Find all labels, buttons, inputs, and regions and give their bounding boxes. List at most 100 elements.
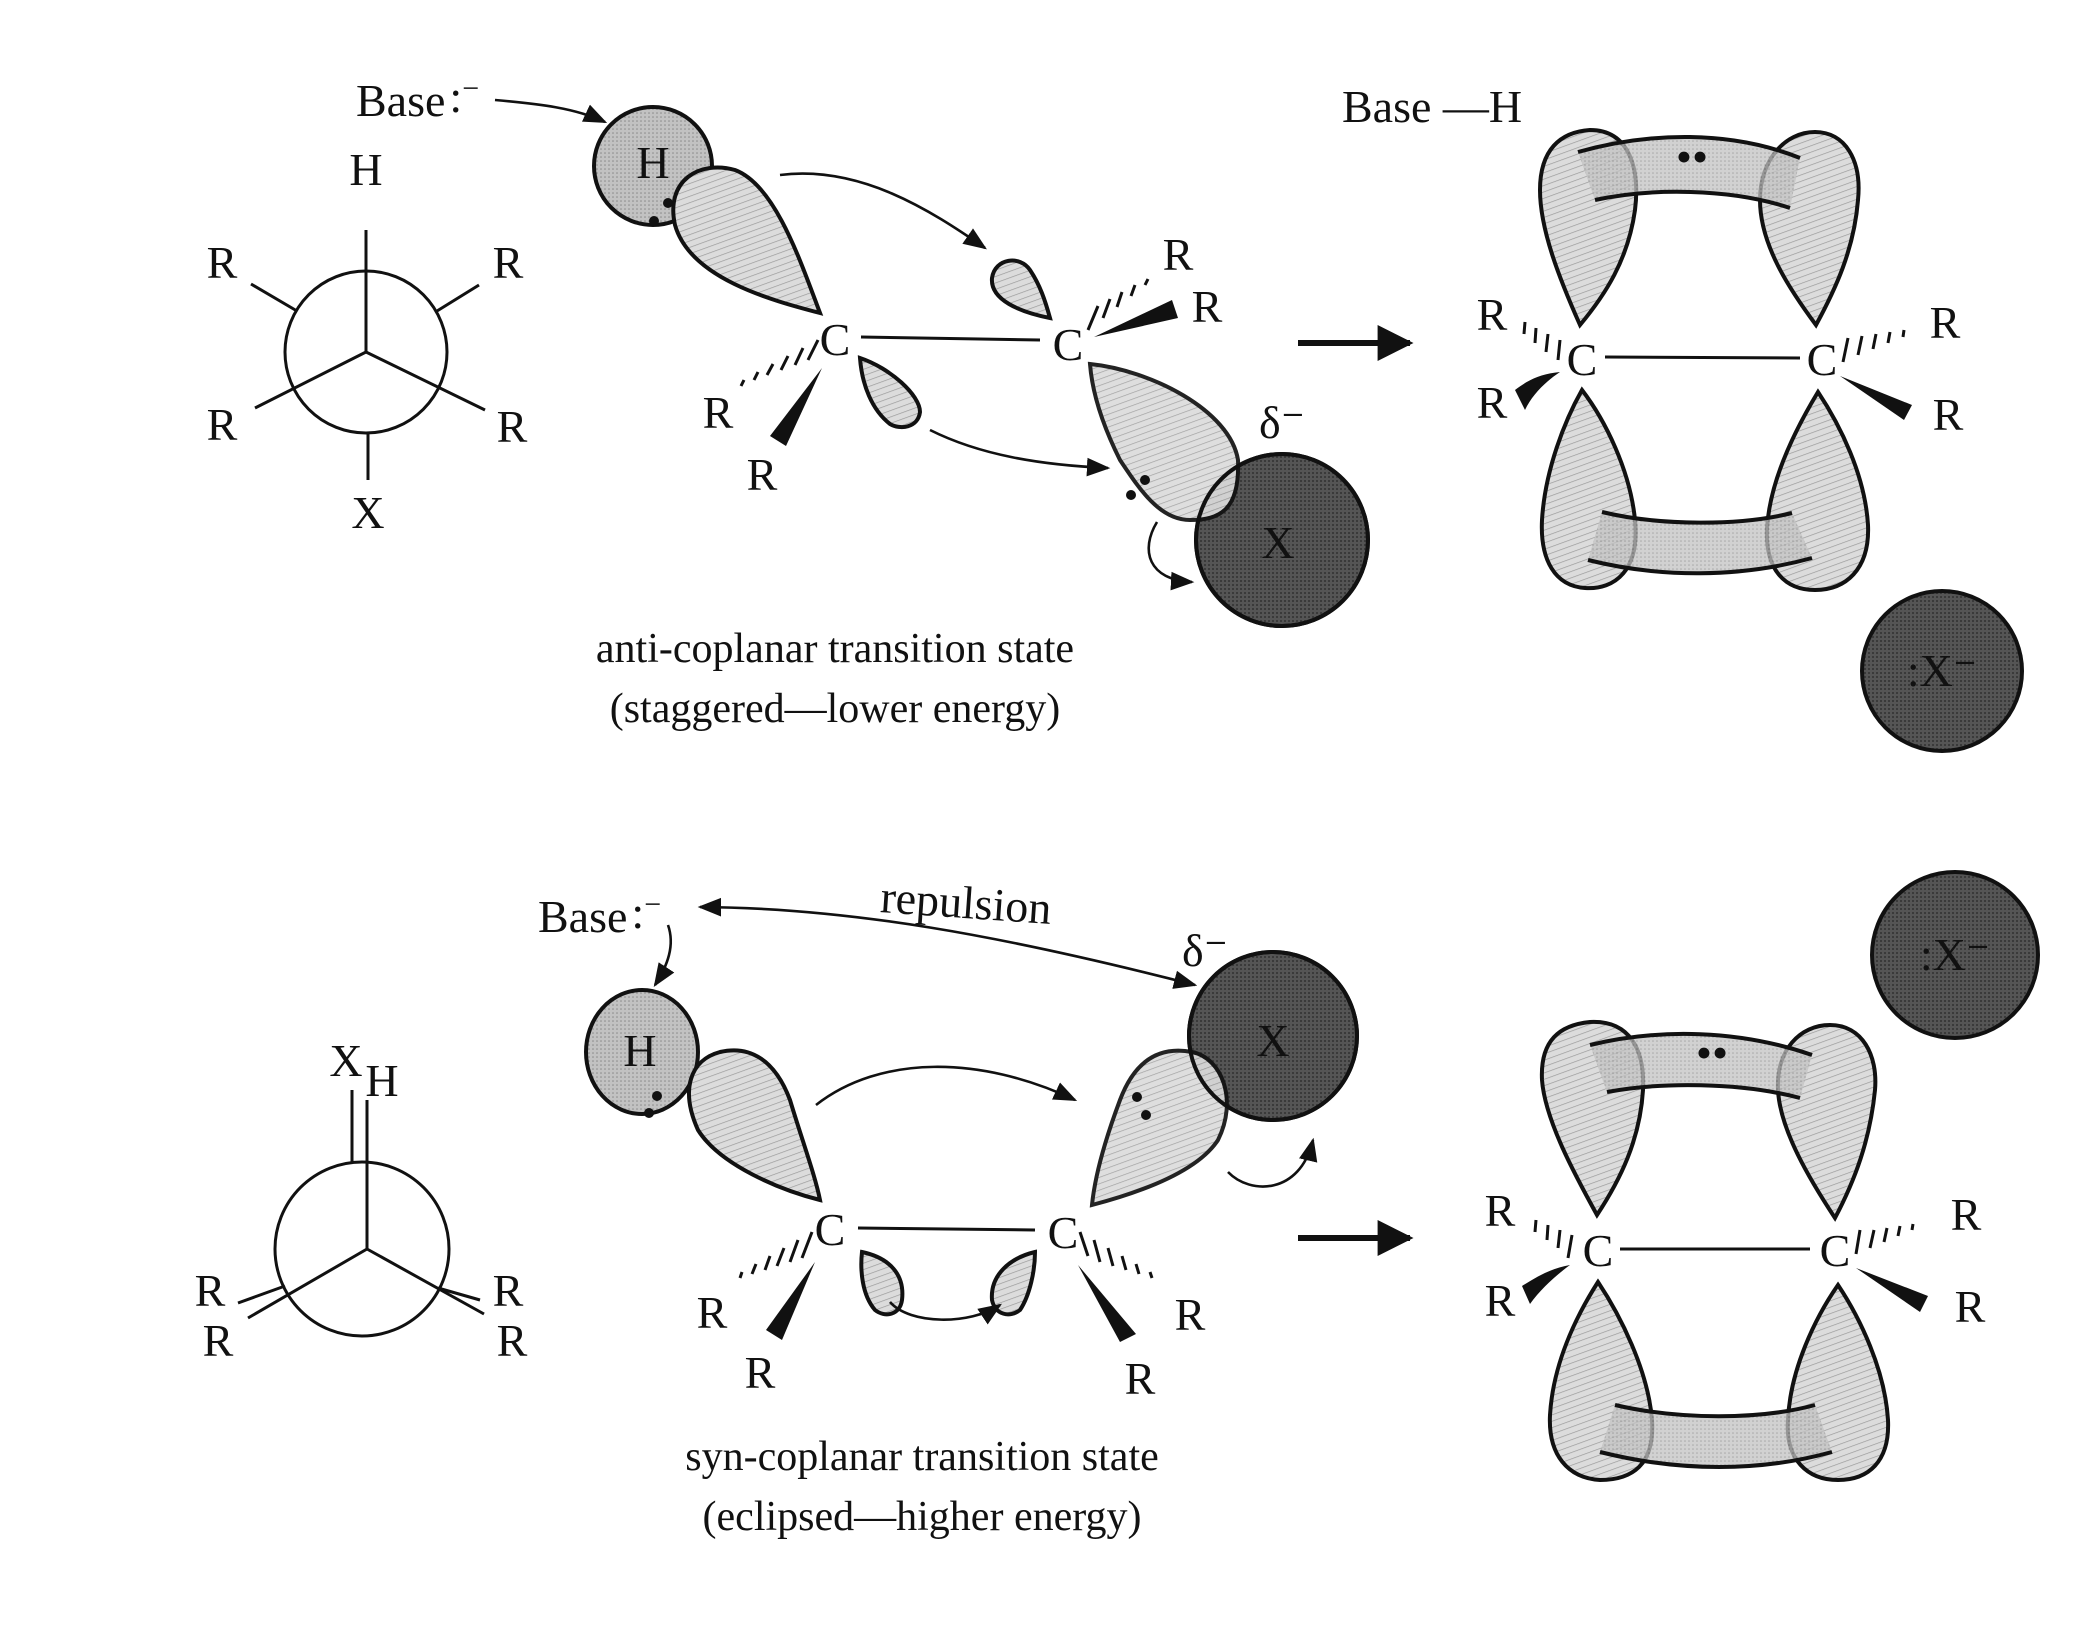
caption-subtitle: (staggered—lower energy) — [610, 686, 1061, 732]
pi-bond-overlap — [1588, 512, 1812, 574]
substituent-r: R — [703, 387, 734, 438]
caption-subtitle: (eclipsed—higher energy) — [703, 1494, 1142, 1540]
carbon-label: C — [820, 314, 851, 365]
syn-transition-state: Base:− repulsion H X δ⁻ C C — [538, 871, 1359, 1404]
carbon-label: C — [1820, 1225, 1851, 1276]
substituent-r: R — [1955, 1281, 1986, 1332]
pi-bond-overlap — [1578, 136, 1800, 208]
dashed-bond — [738, 1231, 814, 1279]
pi-bond-edge — [1594, 189, 1791, 210]
newman-label-r: R — [195, 1265, 226, 1316]
small-p-lobe — [857, 355, 923, 430]
newman-label-r: R — [493, 237, 524, 288]
back-bond-left — [237, 1284, 286, 1305]
repulsion-arrow — [697, 897, 1198, 989]
leaving-group-anion-label: :X⁻ — [1907, 645, 1977, 696]
electron-flow-arrow — [779, 172, 987, 250]
back-bond-right — [437, 1286, 481, 1302]
back-bond-right — [436, 283, 480, 313]
small-p-lobe — [989, 258, 1053, 321]
substituent-r: R — [1951, 1189, 1982, 1240]
pi-electrons: •• — [1696, 1027, 1728, 1078]
electron-dot — [649, 216, 659, 226]
substituent-r: R — [745, 1347, 776, 1398]
cc-bond — [860, 335, 1041, 342]
carbon-label: C — [1583, 1225, 1614, 1276]
cc-bond — [1604, 355, 1801, 360]
carbon-label: C — [1567, 334, 1598, 385]
pi-bond-edge — [1577, 135, 1801, 160]
newman-label-h: H — [349, 144, 382, 195]
carbon-label: C — [1048, 1207, 1079, 1258]
front-bond-left — [247, 1247, 368, 1320]
electron-dot — [1126, 490, 1136, 500]
electron-flow-arrow — [815, 1065, 1078, 1107]
leaving-group-outline — [1187, 950, 1359, 1122]
syn-product-alkene: :X⁻ •• C C R R R R — [1485, 870, 2040, 1483]
pi-bond-overlap — [1600, 1405, 1832, 1467]
wedge-bond — [1094, 300, 1178, 337]
substituent-r: R — [1485, 1185, 1516, 1236]
anti-transition-state: Base:− H C C R R — [356, 71, 1370, 628]
front-bond-right — [366, 1247, 485, 1316]
newman-label-r: R — [497, 1315, 528, 1366]
newman-label-r: R — [493, 1265, 524, 1316]
electron-flow-arrow — [929, 428, 1111, 477]
wedge-bond — [1078, 1265, 1136, 1342]
base-label: Base:− — [356, 71, 479, 126]
electron-dot — [1141, 1110, 1151, 1120]
front-bond-right — [365, 350, 486, 412]
pi-bond-edge — [1601, 510, 1793, 525]
electron-dot — [1132, 1092, 1142, 1102]
newman-label-x: X — [329, 1035, 362, 1086]
pi-bond-edge — [1589, 1031, 1813, 1057]
pi-bond-edge — [1606, 1083, 1801, 1100]
hydrogen-orbital — [584, 988, 700, 1116]
caption-title: anti-coplanar transition state — [596, 626, 1074, 672]
pi-bond-edge — [1599, 1450, 1833, 1469]
wedge-bond — [1856, 1268, 1928, 1312]
hydrogen-label: H — [623, 1025, 656, 1076]
wedge-bond — [1522, 1265, 1570, 1304]
newman-label-r: R — [207, 237, 238, 288]
anti-product-alkene: Base —H •• C C R R R R — [1342, 81, 2024, 753]
leaving-group-outline — [1194, 452, 1370, 628]
bond-cleavage-arrow — [1147, 521, 1195, 591]
pi-bond-edge — [1587, 556, 1813, 576]
base-attack-arrow — [494, 98, 608, 124]
partial-charge-label: δ⁻ — [1182, 925, 1228, 976]
caption-title: syn-coplanar transition state — [685, 1434, 1159, 1480]
base-h-label: Base —H — [1342, 81, 1522, 132]
substituent-r: R — [1163, 229, 1194, 280]
small-p-lobe — [859, 1249, 905, 1317]
substituent-r: R — [697, 1287, 728, 1338]
dashed-bond — [739, 339, 820, 387]
newman-label-h: H — [365, 1055, 398, 1106]
base-attack-arrow — [653, 924, 675, 987]
newman-label-x: X — [351, 487, 384, 538]
electron-dot — [1140, 475, 1150, 485]
ch-sigma-lobe — [671, 165, 824, 316]
syn-newman-projection: X H R R R R — [195, 1035, 528, 1366]
substituent-r: R — [1477, 289, 1508, 340]
electron-dot — [644, 1108, 654, 1118]
partial-charge-label: δ⁻ — [1259, 397, 1305, 448]
leaving-group-label: X — [1261, 517, 1294, 568]
wedge-bond — [766, 1262, 815, 1340]
leaving-group-anion — [1870, 870, 2040, 1040]
dashed-bond — [1522, 321, 1562, 361]
electron-flow-arrow — [889, 1301, 1002, 1325]
back-bond-left — [250, 282, 298, 313]
leaving-group-anion-label: :X⁻ — [1920, 929, 1990, 980]
substituent-r: R — [1175, 1289, 1206, 1340]
carbon-label: C — [1053, 319, 1084, 370]
wedge-bond — [1840, 376, 1912, 420]
base-label: Base:− — [538, 887, 661, 942]
pi-electrons: •• — [1676, 131, 1708, 182]
newman-label-r: R — [497, 401, 528, 452]
dashed-bond — [1854, 1223, 1915, 1255]
wedge-bond — [770, 368, 822, 446]
substituent-r: R — [747, 449, 778, 500]
leaving-group-anion — [1860, 589, 2024, 753]
